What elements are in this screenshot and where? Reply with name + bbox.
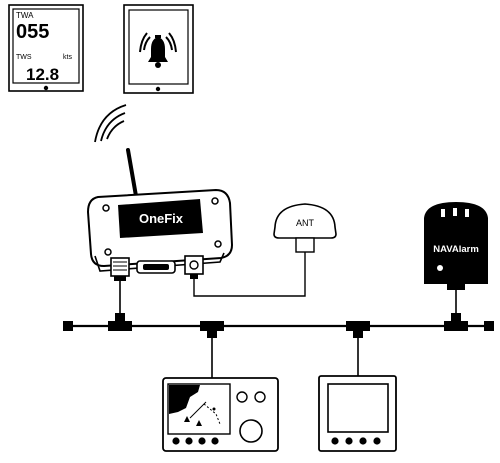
antenna-cable bbox=[193, 252, 306, 297]
twa-label: TWA bbox=[16, 11, 34, 20]
blank-display-icon bbox=[327, 383, 389, 433]
tablet-home-button bbox=[155, 86, 161, 92]
onefix-label: OneFix bbox=[139, 211, 184, 226]
multifunction-display bbox=[318, 375, 397, 452]
onefix-antenna-connector bbox=[184, 255, 204, 279]
t-connector-chartplotter bbox=[200, 321, 224, 331]
instrument-display: TWA 055 TWS kts 12.8 bbox=[8, 4, 84, 92]
t-connector-onefix bbox=[108, 321, 132, 331]
tws-unit: kts bbox=[63, 54, 72, 61]
antenna-label: ANT bbox=[296, 218, 315, 228]
chart-display-icon bbox=[169, 385, 221, 426]
terminator-right bbox=[484, 321, 494, 331]
onefix-network-connector bbox=[110, 257, 130, 281]
chartplotter-buttons bbox=[172, 437, 219, 445]
t-connector-mfd bbox=[346, 321, 370, 331]
t-connector-navalarm bbox=[444, 321, 468, 331]
tws-label: TWS bbox=[16, 54, 32, 61]
terminator-left bbox=[63, 321, 73, 331]
twa-value: 055 bbox=[16, 21, 49, 43]
mfd-buttons bbox=[331, 437, 381, 445]
tws-value: 12.8 bbox=[26, 65, 59, 84]
alarm-tablet bbox=[123, 4, 194, 94]
cables bbox=[71, 252, 488, 378]
onefix-power-port bbox=[136, 260, 176, 274]
gnss-antenna: ANT bbox=[273, 203, 337, 253]
chartplotter-rotary-knob bbox=[239, 419, 263, 443]
chartplotter bbox=[162, 377, 279, 452]
wifi-signal-icon bbox=[94, 104, 127, 143]
instrument-button bbox=[43, 85, 49, 91]
bell-alarm-icon bbox=[139, 32, 177, 68]
backbone-connectors bbox=[63, 313, 494, 338]
navalarm-label: NAVAlarm bbox=[433, 244, 479, 255]
onefix-device: OneFix bbox=[86, 104, 234, 281]
onefix-whip-antenna bbox=[126, 148, 138, 198]
navalarm-device: NAVAlarm bbox=[424, 202, 488, 290]
navalarm-led bbox=[437, 265, 443, 271]
